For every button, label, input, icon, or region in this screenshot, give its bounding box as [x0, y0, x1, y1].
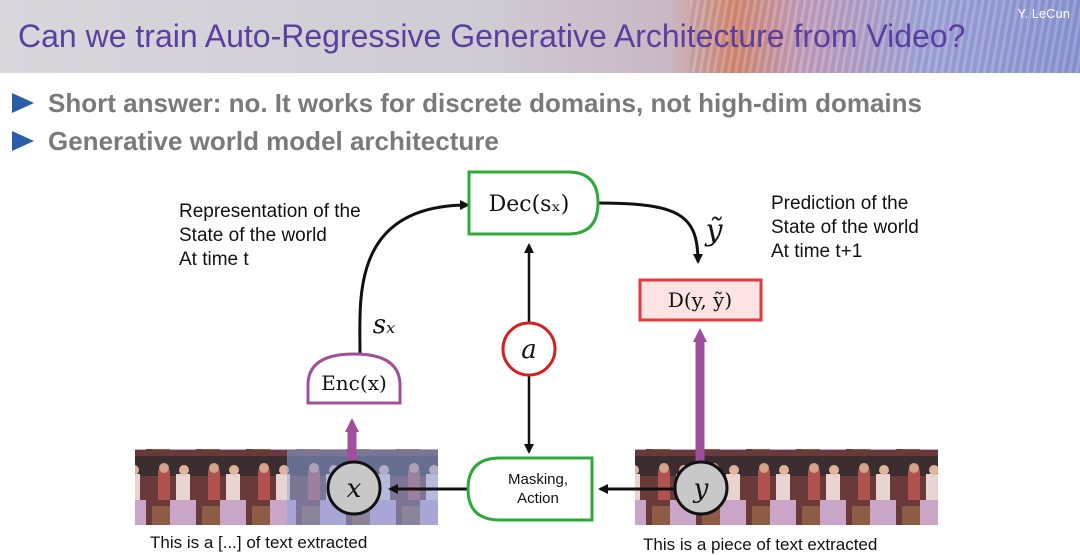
- right-note: Prediction of the State of the world At …: [771, 192, 919, 264]
- decoder-box: [467, 170, 600, 236]
- bullet-text: Short answer: no. It works for discrete …: [48, 88, 922, 118]
- bullet-arrow-icon: [12, 131, 34, 151]
- masking-label-line2: Action: [517, 490, 559, 507]
- x-node: [326, 460, 382, 516]
- y-node: [673, 460, 729, 516]
- right-note-line: At time t+1: [771, 241, 863, 262]
- bullet-arrow-icon: [12, 93, 34, 113]
- masking-label-line1: Masking,: [508, 471, 568, 488]
- bullet-1: Short answer: no. It works for discrete …: [12, 88, 922, 119]
- header-decoration: [690, 0, 1080, 73]
- encoder-label: Enc(x): [321, 371, 387, 395]
- right-note-line: State of the world: [771, 217, 919, 238]
- distance-box: [638, 278, 763, 322]
- input-video-strip: [135, 449, 438, 525]
- y-var-label: y: [693, 474, 709, 504]
- masking-box: [466, 456, 594, 522]
- encoder-box: [306, 352, 402, 405]
- distance-label: D(y, ỹ): [668, 288, 732, 312]
- prediction-var-label: ỹ: [704, 213, 724, 248]
- x-var-label: x: [347, 474, 362, 504]
- bullet-text: Generative world model architecture: [48, 126, 499, 156]
- bullet-2: Generative world model architecture: [12, 126, 499, 157]
- left-note-line: State of the world: [179, 225, 327, 246]
- decoder-to-distance-arrow: [597, 201, 703, 264]
- right-note-line: Prediction of the: [771, 193, 909, 214]
- encoder-to-decoder-arrow: [358, 200, 470, 355]
- left-footnote: This is a [...] of text extracted: [150, 533, 368, 552]
- right-footnote: This is a piece of text extracted: [643, 535, 878, 554]
- left-note-line: Representation of the: [179, 201, 361, 222]
- action-node: [501, 321, 557, 377]
- action-var-label: a: [521, 335, 537, 365]
- slide-title: Can we train Auto-Regressive Generative …: [18, 18, 966, 54]
- decoder-label: Dec(sₓ): [489, 192, 570, 217]
- left-note: Representation of the State of the world…: [179, 200, 361, 272]
- architecture-diagram: Dec(sₓ) Enc(x) D(y, ỹ) a Masking, Action…: [135, 170, 938, 525]
- left-note-line: At time t: [179, 249, 249, 270]
- author-label: Y. LeCun: [1017, 6, 1070, 21]
- slide-header: [0, 0, 1080, 73]
- latent-var-label: sₓ: [373, 310, 396, 340]
